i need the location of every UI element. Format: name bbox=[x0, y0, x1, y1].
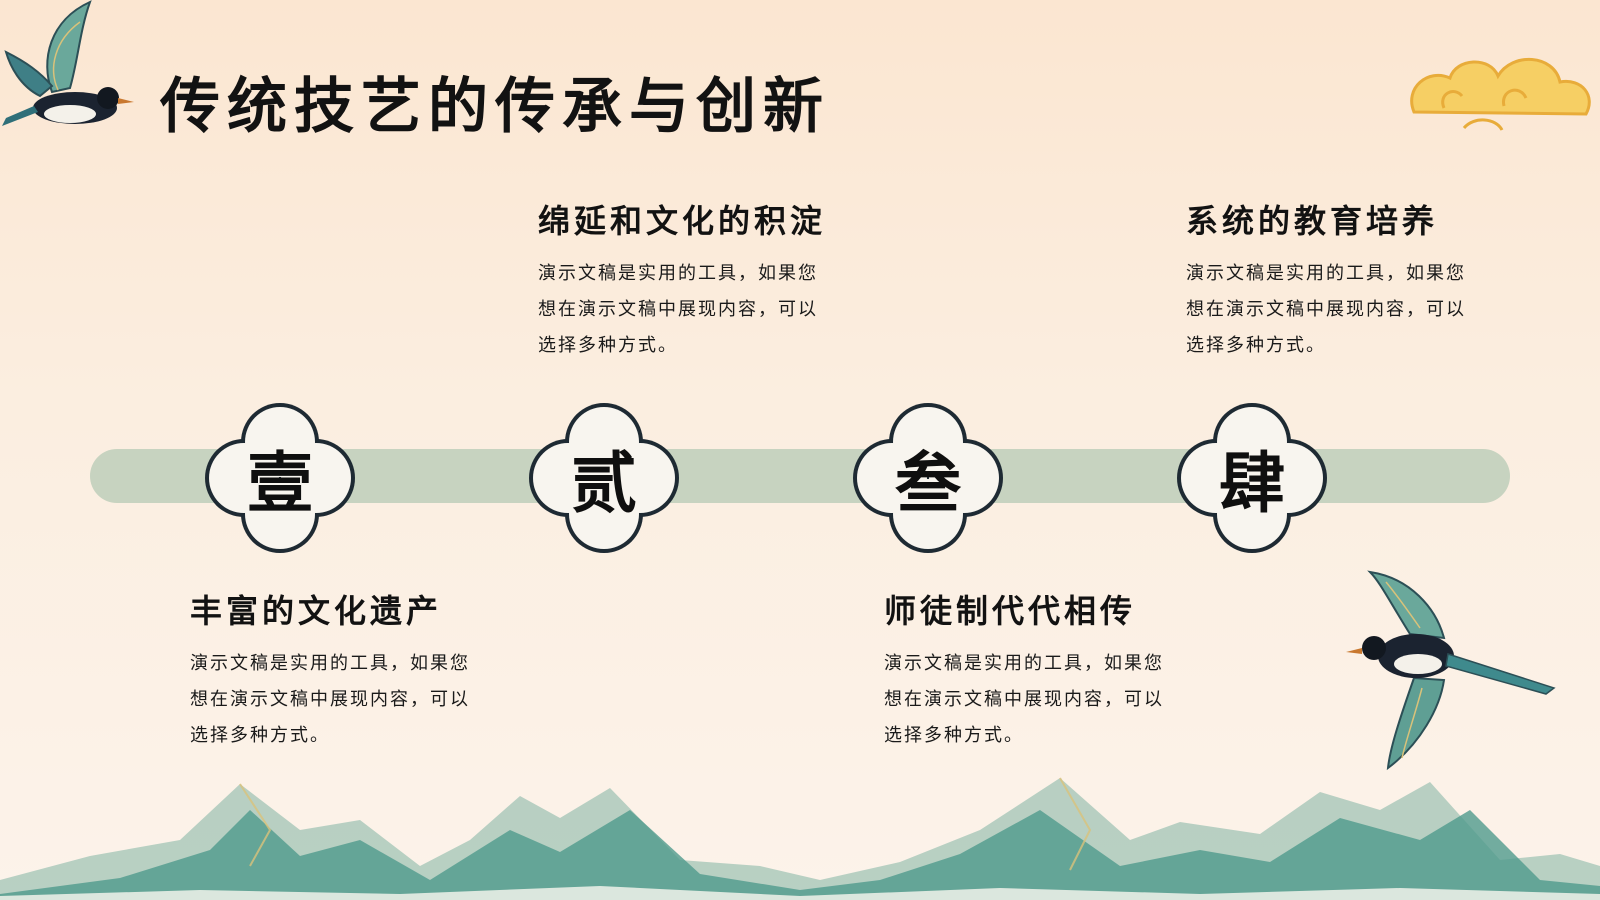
step-text-2: 绵延和文化的积淀 演示文稿是实用的工具，如果您想在演示文稿中展现内容，可以选择多… bbox=[538, 196, 838, 364]
step-body-4: 演示文稿是实用的工具，如果您想在演示文稿中展现内容，可以选择多种方式。 bbox=[1186, 263, 1466, 356]
step-text-4: 系统的教育培养 演示文稿是实用的工具，如果您想在演示文稿中展现内容，可以选择多种… bbox=[1186, 196, 1486, 364]
step-body-2: 演示文稿是实用的工具，如果您想在演示文稿中展现内容，可以选择多种方式。 bbox=[538, 263, 818, 356]
step-badge-4: 肆 bbox=[1176, 402, 1328, 554]
step-number-3: 叁 bbox=[895, 444, 961, 522]
quatrefoil-icon bbox=[205, 403, 355, 553]
quatrefoil-icon bbox=[529, 403, 679, 553]
quatrefoil-icon bbox=[853, 403, 1003, 553]
step-number-1: 壹 bbox=[247, 444, 313, 522]
step-heading-3: 师徒制代代相传 bbox=[884, 592, 1137, 630]
auspicious-cloud-icon bbox=[1410, 58, 1591, 131]
step-number-2: 贰 bbox=[571, 444, 637, 522]
step-badge-2: 贰 bbox=[528, 402, 680, 554]
step-badge-1: 壹 bbox=[204, 402, 356, 554]
step-number-4: 肆 bbox=[1219, 444, 1285, 522]
magpie-illustration-top-left bbox=[2, 0, 134, 126]
step-text-3: 师徒制代代相传 演示文稿是实用的工具，如果您想在演示文稿中展现内容，可以选择多种… bbox=[884, 586, 1184, 754]
step-body-3: 演示文稿是实用的工具，如果您想在演示文稿中展现内容，可以选择多种方式。 bbox=[884, 653, 1164, 746]
step-badge-3: 叁 bbox=[852, 402, 1004, 554]
step-heading-2: 绵延和文化的积淀 bbox=[538, 202, 827, 240]
step-body-1: 演示文稿是实用的工具，如果您想在演示文稿中展现内容，可以选择多种方式。 bbox=[190, 653, 470, 746]
step-heading-4: 系统的教育培养 bbox=[1186, 202, 1439, 240]
quatrefoil-icon bbox=[1177, 403, 1327, 553]
step-text-1: 丰富的文化遗产 演示文稿是实用的工具，如果您想在演示文稿中展现内容，可以选择多种… bbox=[190, 586, 490, 754]
magpie-illustration-right bbox=[1346, 570, 1556, 771]
mountain-landscape-illustration bbox=[0, 777, 1600, 900]
step-heading-1: 丰富的文化遗产 bbox=[190, 592, 443, 630]
page-title: 传统技艺的传承与创新 bbox=[160, 72, 830, 142]
